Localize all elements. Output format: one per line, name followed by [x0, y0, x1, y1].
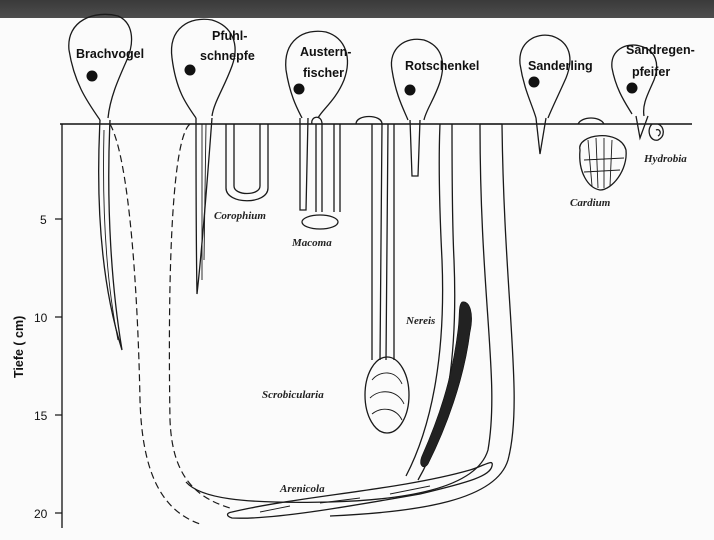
arenicola-worm	[228, 463, 493, 519]
corophium-burrow	[226, 124, 268, 201]
curlew-reach-dashed	[110, 124, 200, 524]
tick-label-20: 20	[34, 507, 48, 521]
macoma-shell	[302, 215, 338, 229]
redshank-bill	[410, 120, 420, 176]
label-rotschenkel: Rotschenkel	[405, 59, 479, 73]
label-hydrobia: Hydrobia	[643, 153, 687, 165]
nereis-burrow	[406, 124, 455, 480]
label-scrobicularia: Scrobicularia	[262, 389, 324, 401]
hydrobia-snail	[649, 124, 663, 140]
cardium-shell	[580, 136, 626, 190]
label-austernfischer-1: Austern-	[300, 45, 351, 59]
tick-label-10: 10	[34, 311, 48, 325]
label-brachvogel: Brachvogel	[76, 47, 144, 61]
arenicola-burrow-outer	[186, 124, 492, 502]
plover-bill	[636, 116, 648, 138]
scrobicularia-shell	[365, 357, 409, 433]
label-pfuhlschnepfe-2: schnepfe	[200, 49, 255, 63]
label-sandregenpfeifer-1: Sandregen-	[626, 43, 695, 57]
tick-label-5: 5	[40, 213, 47, 227]
curlew-bill	[99, 120, 122, 350]
label-arenicola: Arenicola	[279, 483, 325, 495]
label-corophium: Corophium	[214, 210, 266, 222]
oystercatcher-bill	[300, 118, 308, 210]
tick-label-15: 15	[34, 409, 48, 423]
sanderling-eye	[529, 77, 540, 88]
macoma-siphon	[312, 117, 340, 212]
oystercatcher-eye	[294, 84, 305, 95]
sanderling-head	[520, 35, 570, 118]
curlew-head	[69, 14, 132, 120]
label-sanderling: Sanderling	[528, 59, 593, 73]
redshank-head	[391, 39, 442, 120]
curlew-eye	[87, 71, 98, 82]
label-cardium: Cardium	[570, 197, 611, 209]
godwit-eye	[185, 65, 196, 76]
label-austernfischer-2: fischer	[303, 66, 344, 80]
cardium-shell-top	[578, 118, 604, 124]
depth-axis-title: Tiefe ( cm)	[12, 316, 26, 378]
godwit-reach-dashed	[169, 124, 230, 508]
redshank-eye	[405, 85, 416, 96]
godwit-bill	[196, 118, 212, 294]
label-pfuhlschnepfe-1: Pfuhl-	[212, 29, 247, 43]
label-sandregenpfeifer-2: pfeifer	[632, 65, 670, 79]
plover-eye	[627, 83, 638, 94]
scrobicularia-siphon	[356, 117, 394, 361]
label-nereis: Nereis	[405, 315, 435, 327]
label-macoma: Macoma	[291, 237, 332, 249]
